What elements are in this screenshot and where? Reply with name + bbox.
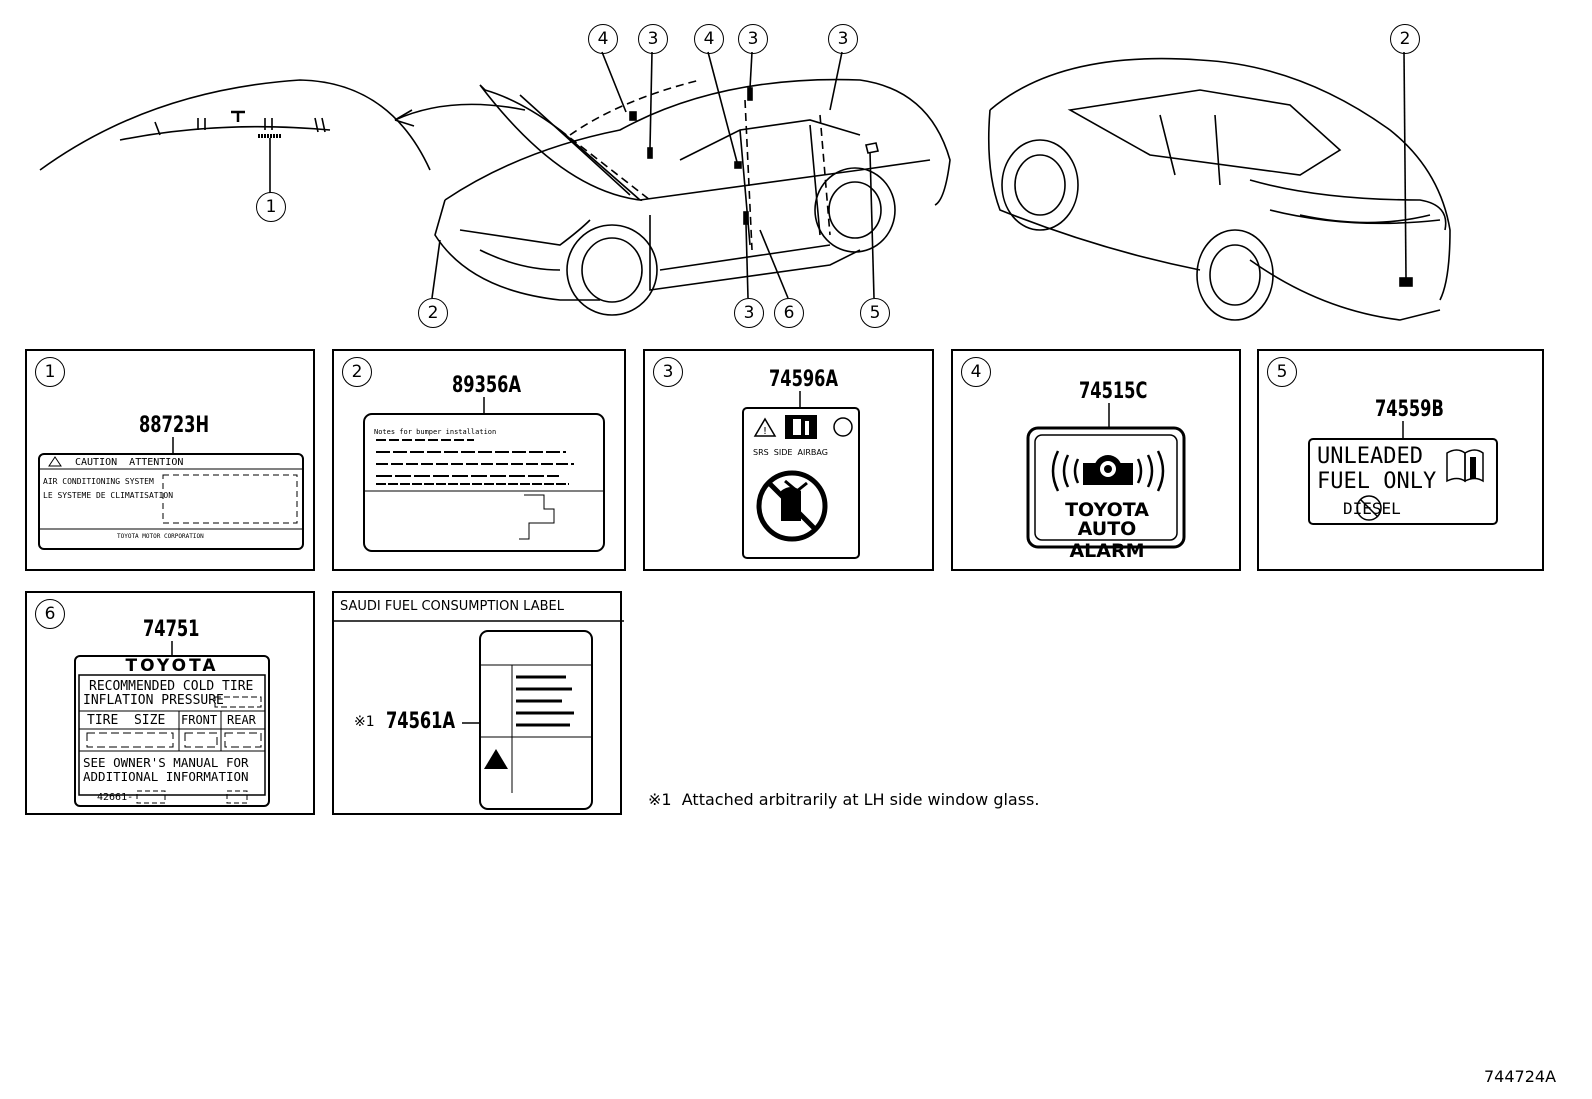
panel-number: 5 bbox=[1267, 357, 1297, 387]
callout-5: 5 bbox=[860, 298, 890, 328]
callout-3: 3 bbox=[638, 24, 668, 54]
callout-6: 6 bbox=[774, 298, 804, 328]
tire-foot2: ADDITIONAL INFORMATION bbox=[83, 769, 249, 784]
tire-line2: INFLATION PRESSURE bbox=[83, 693, 224, 708]
part-number: 89356A bbox=[452, 373, 522, 398]
diagram-id: 744724A bbox=[1484, 1067, 1557, 1086]
callout-4: 4 bbox=[588, 24, 618, 54]
tire-foot1: SEE OWNER'S MANUAL FOR bbox=[83, 755, 249, 770]
airbag-text: SRS SIDE AIRBAG bbox=[753, 448, 828, 457]
fuel-line1: UNLEADED bbox=[1317, 444, 1423, 469]
callout-1: 1 bbox=[256, 192, 286, 222]
panel-1: 1 88723H CAUTION ATTENTION AIR CONDITION… bbox=[25, 349, 315, 571]
panel-saudi: SAUDI FUEL CONSUMPTION LABEL ※1 74561A bbox=[332, 591, 624, 815]
panel-2: 2 89356A Notes for bumper installation bbox=[332, 349, 626, 571]
part-number: 74751 bbox=[143, 617, 200, 642]
part-number: 88723H bbox=[139, 413, 210, 438]
saudi-part-number: 74561A bbox=[386, 709, 456, 734]
saudi-note-mark: ※1 bbox=[354, 714, 375, 730]
tire-col-rear: REAR bbox=[227, 713, 256, 727]
part-number: 74559B bbox=[1375, 397, 1444, 422]
saudi-title: SAUDI FUEL CONSUMPTION LABEL bbox=[340, 599, 564, 614]
panel-5: 5 74559B UNLEADED FUEL ONLY DIESEL bbox=[1257, 349, 1544, 571]
fuel-diesel: DIESEL bbox=[1343, 499, 1401, 518]
ac-text-fr: LE SYSTEME DE CLIMATISATION bbox=[43, 491, 174, 500]
tire-brand: TOYOTA bbox=[125, 656, 219, 676]
panel-number: 2 bbox=[342, 357, 372, 387]
panel-number: 1 bbox=[35, 357, 65, 387]
tire-col-front: FRONT bbox=[181, 713, 218, 727]
maker-text: TOYOTA MOTOR CORPORATION bbox=[117, 533, 204, 540]
callout-4: 4 bbox=[694, 24, 724, 54]
panel-number: 6 bbox=[35, 599, 65, 629]
panel-3: 3 74596A ! SRS SIDE AIRBAG bbox=[643, 349, 934, 571]
callout-3: 3 bbox=[734, 298, 764, 328]
bumper-note: Notes for bumper installation bbox=[374, 428, 497, 436]
footnote: ※1 Attached arbitrarily at LH side windo… bbox=[648, 790, 1040, 809]
panel-number: 3 bbox=[653, 357, 683, 387]
tire-line1: RECOMMENDED COLD TIRE bbox=[89, 679, 254, 694]
alarm-sub: AUTO ALARM bbox=[1069, 518, 1145, 562]
callout-3: 3 bbox=[828, 24, 858, 54]
vehicle-illustration bbox=[39, 51, 1451, 321]
caution-text: CAUTION ATTENTION bbox=[75, 457, 184, 468]
callout-3: 3 bbox=[738, 24, 768, 54]
tire-code: 42661- bbox=[97, 792, 134, 803]
ac-text: AIR CONDITIONING SYSTEM bbox=[43, 477, 154, 486]
panel-number: 4 bbox=[961, 357, 991, 387]
callout-2: 2 bbox=[1390, 24, 1420, 54]
alarm-brand: TOYOTA bbox=[1065, 499, 1149, 521]
svg-text:!: ! bbox=[763, 426, 767, 437]
panel-6: 6 74751 TOYOTA RECOMMENDED COLD TIRE INF… bbox=[25, 591, 315, 815]
part-number: 74515C bbox=[1079, 379, 1148, 404]
callout-2: 2 bbox=[418, 298, 448, 328]
panel-4: 4 74515C TOYOTA AUTO ALARM bbox=[951, 349, 1241, 571]
tire-col-size: TIRE SIZE bbox=[87, 713, 166, 728]
part-number: 74596A bbox=[769, 367, 839, 392]
fuel-line2: FUEL ONLY bbox=[1317, 469, 1437, 494]
